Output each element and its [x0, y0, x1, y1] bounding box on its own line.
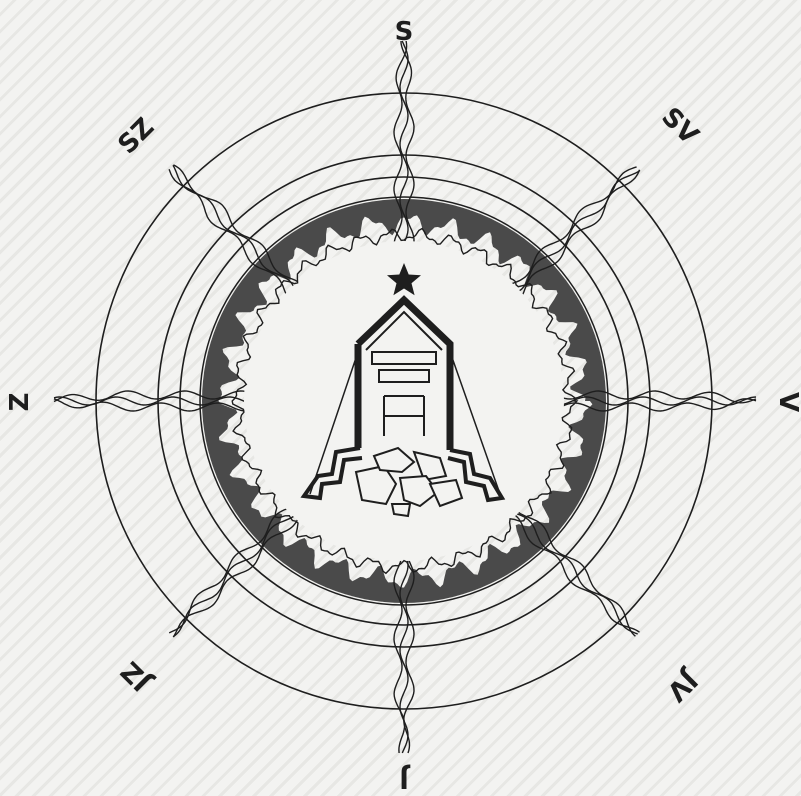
- label-northeast: SV: [655, 102, 704, 151]
- label-south: J: [399, 763, 411, 793]
- label-southwest: JZ: [116, 655, 159, 698]
- label-east: V: [773, 392, 801, 412]
- label-northwest: SZ: [112, 112, 160, 160]
- label-north: S: [395, 17, 414, 47]
- label-west: Z: [5, 393, 35, 412]
- label-southeast: JV: [661, 663, 705, 707]
